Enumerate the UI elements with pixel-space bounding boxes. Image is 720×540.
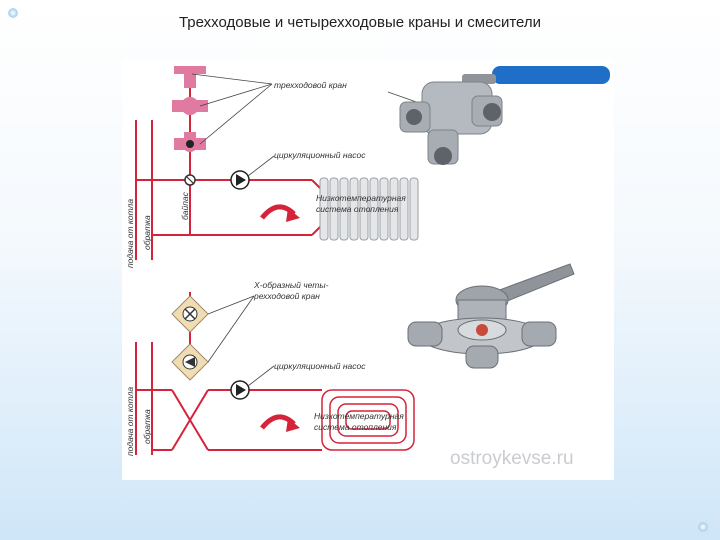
- label-circulation-pump: циркуляционный насос: [274, 150, 366, 160]
- four-way-valve-icon: [172, 296, 208, 332]
- three-way-valve-icon: [172, 97, 208, 115]
- four-way-valve-icon: [172, 344, 208, 380]
- three-way-valve-icon: [174, 132, 206, 152]
- label-low-temp-system-2: система отопления: [316, 204, 399, 214]
- bottom-scheme: [136, 292, 322, 455]
- circulation-pump-icon: [231, 381, 249, 399]
- label-supply: подача от котла: [125, 387, 135, 456]
- label-low-temp-system-2: система отопления: [314, 422, 397, 432]
- diagram-panel: трехходовой кран циркуляционный насос Ни…: [122, 60, 614, 480]
- circulation-pump-icon: [231, 171, 249, 189]
- label-low-temp-system-1: Низкотемпературная: [316, 193, 406, 203]
- heating-schemes-diagram: трехходовой кран циркуляционный насос Ни…: [122, 60, 614, 480]
- label-supply: подача от котла: [125, 199, 135, 268]
- label-return: обратка: [142, 409, 152, 444]
- bottom-leader-lines: [208, 296, 274, 386]
- label-x-four-way-valve-1: Х-образный четы-: [253, 280, 329, 290]
- decor-star: [8, 8, 18, 18]
- slide-title: Трехходовые и четырехходовые краны и сме…: [0, 14, 720, 31]
- three-way-ball-valve-illustration: [400, 66, 610, 165]
- flow-direction-arrow-icon: [262, 207, 300, 222]
- decor-star: [698, 522, 708, 532]
- four-way-mixing-valve-illustration: [408, 264, 574, 368]
- flow-direction-arrow-icon: [262, 417, 300, 432]
- label-x-four-way-valve-2: рехходовой кран: [253, 291, 320, 301]
- watermark: ostroykevse.ru: [450, 448, 574, 469]
- label-three-way-valve: трехходовой кран: [274, 80, 347, 90]
- label-return: обратка: [142, 215, 152, 250]
- label-circulation-pump: циркуляционный насос: [274, 361, 366, 371]
- label-bypass: байпас: [180, 191, 190, 220]
- label-low-temp-system-1: Низкотемпературная: [314, 411, 404, 421]
- three-way-valve-icon: [174, 66, 206, 88]
